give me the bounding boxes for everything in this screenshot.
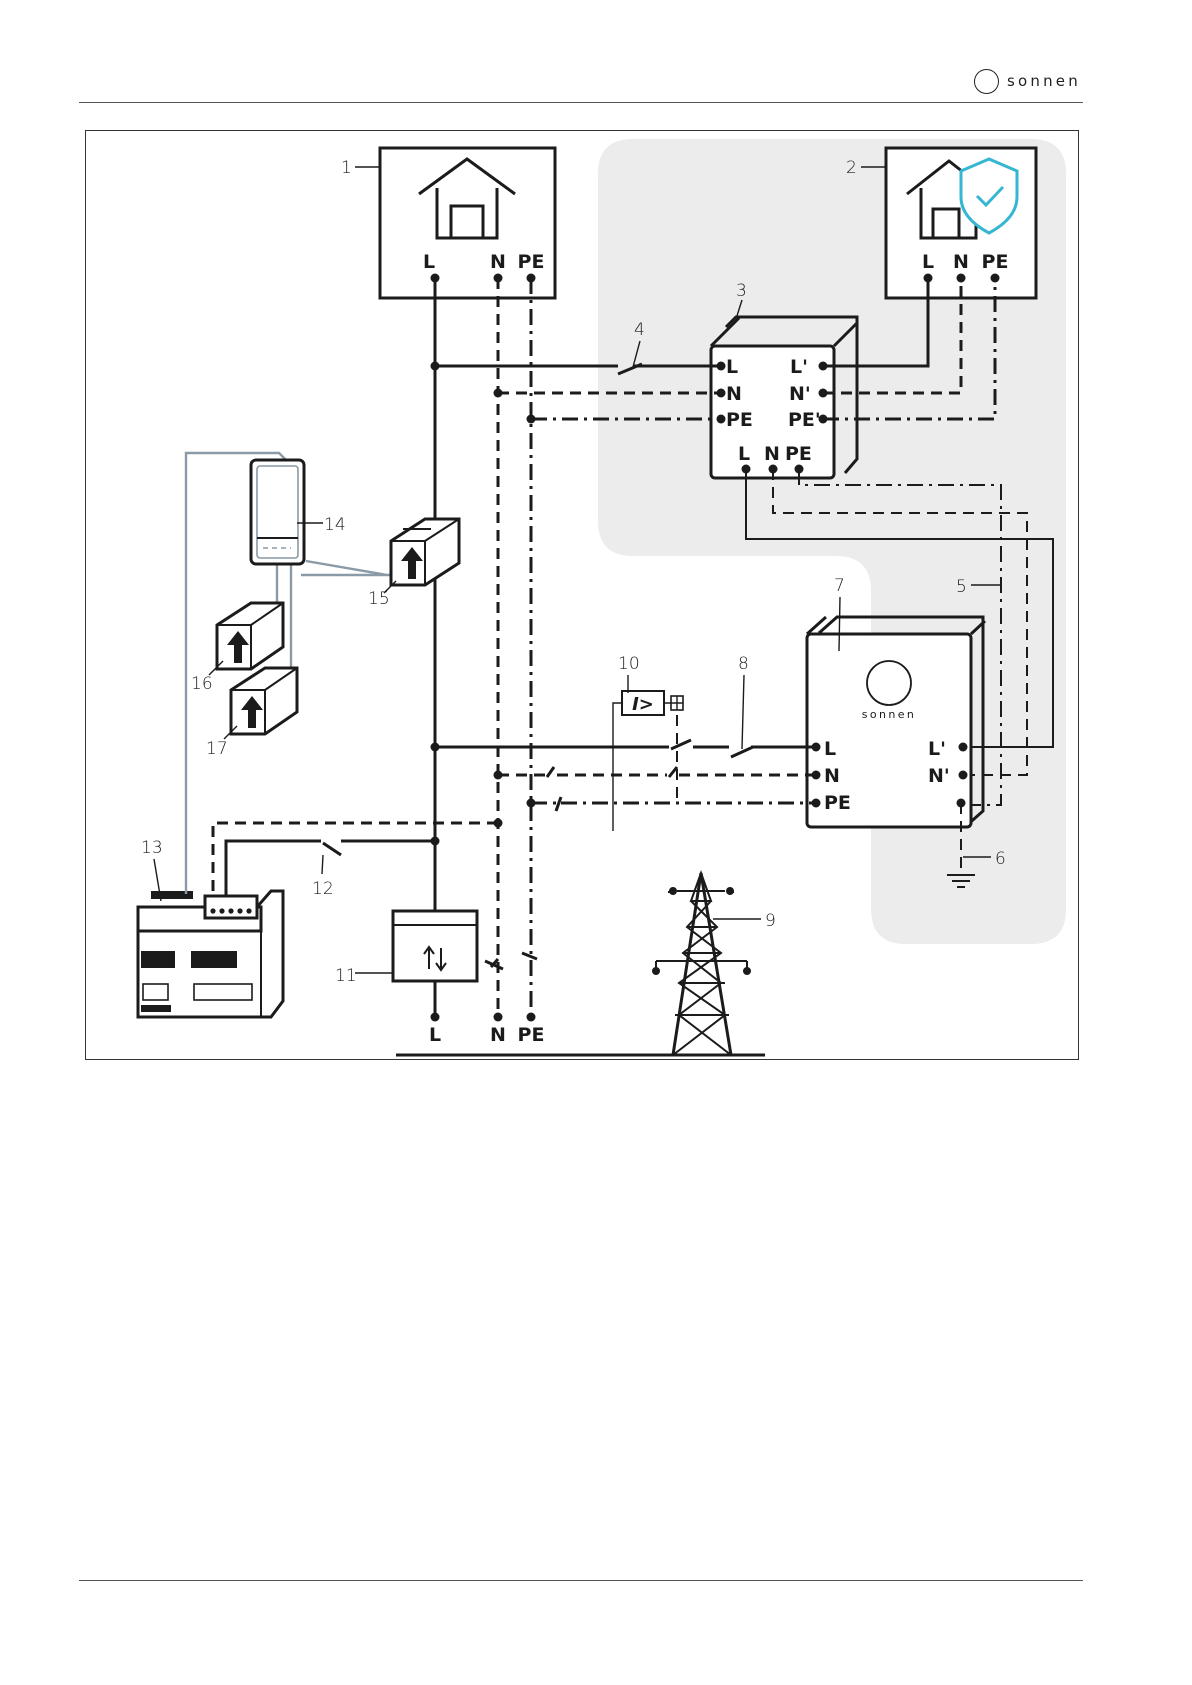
house2-terminal-n: N [953, 251, 969, 273]
callout-8: 8 [738, 654, 749, 674]
footer-rule [79, 1580, 1083, 1581]
gateway-14 [251, 460, 304, 564]
callout-11: 11 [335, 966, 357, 986]
house1-terminal-l: L [423, 251, 435, 273]
grid-terminal-pe: PE [518, 1024, 545, 1046]
rcd-icon: I> [613, 691, 683, 831]
box3-bottom-n: N [764, 443, 780, 465]
storage-brand: sonnen [862, 708, 917, 721]
callout-14: 14 [324, 515, 346, 535]
brand-name: sonnen [1007, 72, 1081, 90]
callout-2: 2 [846, 158, 857, 178]
box3-right-pe: PE' [788, 409, 821, 431]
power-tower-icon [653, 873, 750, 1055]
callout-1: 1 [341, 158, 352, 178]
svg-text:I>: I> [632, 694, 654, 715]
house-1: L N PE [380, 148, 555, 298]
wiring-diagram: L N PE L N PE L N PE L' N' PE' L N PE [85, 130, 1079, 1060]
house1-terminal-n: N [490, 251, 506, 273]
box3-right-l: L' [790, 356, 808, 378]
storage-unit-7: sonnen L N PE L' N' [807, 617, 985, 827]
callout-3: 3 [736, 281, 747, 301]
house2-terminal-pe: PE [982, 251, 1009, 273]
callout-16: 16 [191, 674, 213, 694]
box3-bottom-l: L [738, 443, 750, 465]
box3-left-n: N [726, 383, 742, 405]
header-rule [79, 102, 1083, 103]
storage-right-l: L' [928, 738, 946, 760]
callout-15: 15 [368, 589, 390, 609]
callout-13: 13 [141, 838, 163, 858]
box3-left-pe: PE [726, 409, 753, 431]
callout-9: 9 [765, 911, 776, 931]
callout-12: 12 [312, 879, 334, 899]
callout-6: 6 [995, 849, 1006, 869]
callout-17: 17 [206, 739, 228, 759]
meter-icon [393, 911, 477, 981]
house1-terminal-pe: PE [518, 251, 545, 273]
storage-right-n: N' [928, 765, 950, 787]
storage-left-l: L [824, 738, 836, 760]
storage-left-n: N [824, 765, 840, 787]
callout-4: 4 [634, 320, 645, 340]
brand-logo: sonnen [974, 66, 1081, 96]
callout-10: 10 [618, 654, 640, 674]
grid-terminal-l: L [429, 1024, 441, 1046]
house-2: L N PE [886, 148, 1036, 298]
sonnen-ring-icon [974, 69, 999, 94]
din-rail-controller-icon [138, 891, 283, 1017]
box3-bottom-pe: PE [785, 443, 812, 465]
switch-12 [323, 843, 341, 855]
callout-5: 5 [956, 577, 967, 597]
callout-7: 7 [834, 576, 845, 596]
box3-left-l: L [726, 356, 738, 378]
house2-terminal-l: L [922, 251, 934, 273]
box3-right-n: N' [789, 383, 811, 405]
storage-left-pe: PE [824, 792, 851, 814]
grid-terminal-n: N [490, 1024, 506, 1046]
